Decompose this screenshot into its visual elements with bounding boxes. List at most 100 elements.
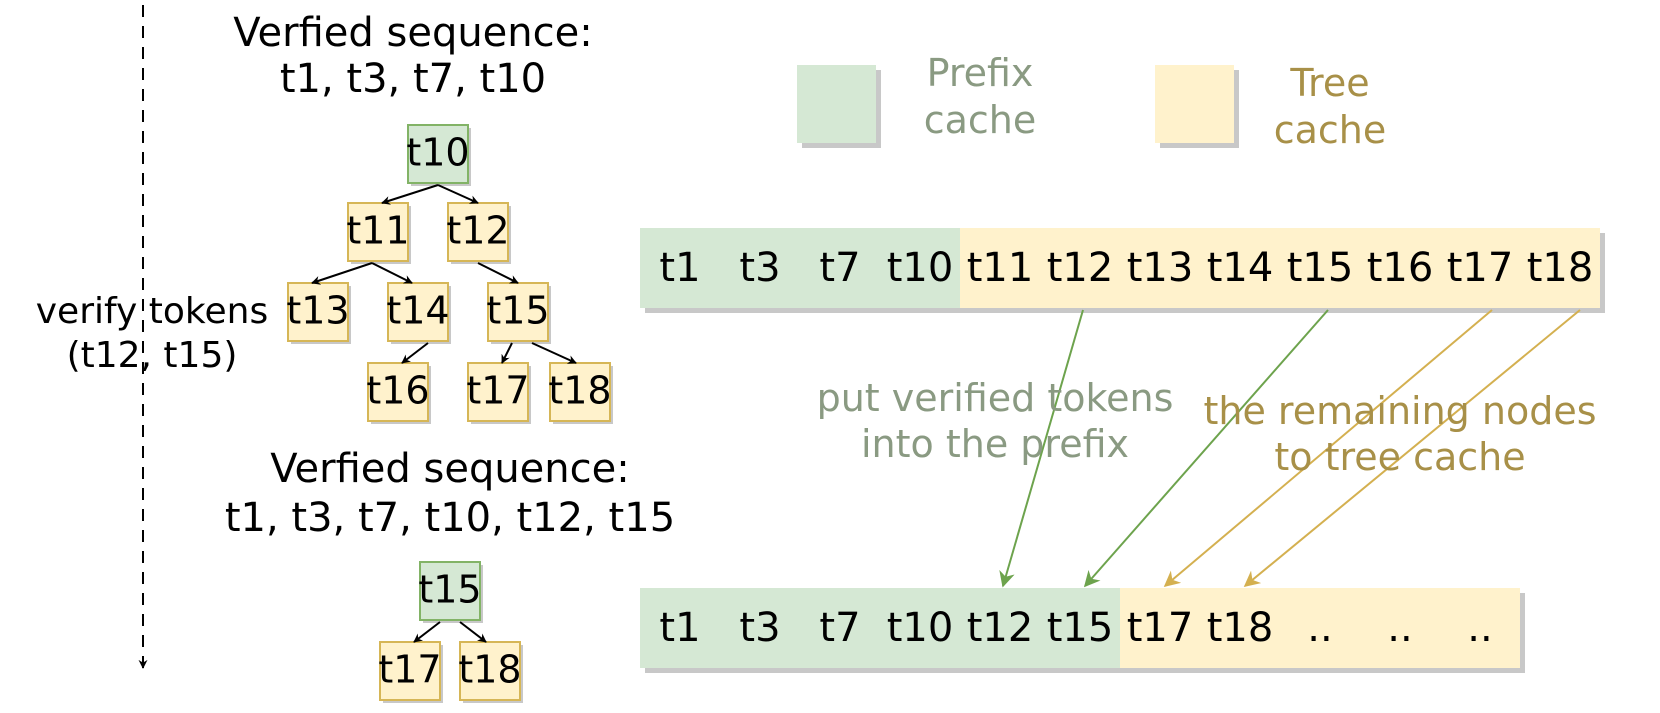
tree1-node-l2-1: t14 [386,282,451,344]
cache-cell-prefix: t1 [640,228,720,308]
tree2-node-child-1: t18 [458,641,523,703]
cache-cell-tree: t18 [1200,588,1280,668]
legend-prefix-line-1: Prefix [926,51,1034,95]
tree1-node-root: t10 [406,124,471,186]
legend-tree-swatch [1155,65,1239,148]
cache-cell-label: .. [1307,605,1332,651]
node-label: t18 [458,648,521,692]
cache-cell-label: t7 [819,605,860,651]
cache-cell-label: t14 [1207,245,1274,291]
tree1-node-l3-1: t17 [466,362,531,424]
tree-edge [477,262,519,284]
cache-cell-tree: t11 [960,228,1040,308]
cache-cell-label: t11 [967,245,1034,291]
node-label: t18 [548,369,611,413]
cache-cell-tree: .. [1280,588,1360,668]
cache-cell-tree: t13 [1120,228,1200,308]
bottom-title-line-1: Verfied sequence: [270,446,630,492]
tree-edge [531,342,577,364]
bottom-title: Verfied sequence: t1, t3, t7, t10, t12, … [170,445,730,543]
node-label: t10 [406,131,469,175]
annotation-prefix-line-2: into the prefix [860,422,1130,466]
cache-cell-label: t15 [1287,245,1354,291]
arrow-t15-to-prefix [1083,309,1329,588]
cache-cell-label: t1 [659,245,700,291]
tree2-node-child-0: t17 [378,641,443,703]
tree2-edges [413,621,487,643]
cache-cell-prefix: t3 [720,228,800,308]
legend-prefix-label: Prefix cache [920,50,1040,144]
cache-cell-label: t13 [1127,245,1194,291]
cache-cell-label: t3 [739,245,780,291]
node-label: t15 [486,289,549,333]
tree-edge [413,621,441,643]
legend-tree-label: Tree cache [1270,60,1390,154]
tree2-node-root: t15 [418,561,483,623]
tree1-node-l2-2: t15 [486,282,551,344]
cache-cell-label: .. [1467,605,1492,651]
node-label: t17 [466,369,529,413]
cache-cell-tree: t17 [1440,228,1520,308]
tree1-node-l2-0: t13 [286,282,351,344]
tree-edge [371,262,413,284]
legend-tree-line-1: Tree [1290,61,1370,105]
node-label: t11 [346,209,409,253]
cache-cell-prefix: t15 [1040,588,1120,668]
legend [797,65,1239,148]
cache-cell-tree: .. [1360,588,1440,668]
cache-cell-label: t17 [1127,605,1194,651]
arrow-t18-to-tree [1243,309,1581,588]
tree-edge [381,184,439,205]
timeline-label-line-1: verify tokens [35,291,269,332]
annotation-prefix-line-1: put verified tokens [816,376,1174,420]
cache-cell-prefix: t1 [640,588,720,668]
top-title-line-2: t1, t3, t7, t10 [279,56,547,102]
move-arrows [999,309,1581,588]
top-title-line-1: Verfied sequence: [233,10,593,56]
cache-cell-label: t1 [659,605,700,651]
node-label: t13 [286,289,349,333]
cache-cell-label: t3 [739,605,780,651]
tree-edge [401,342,429,364]
token-tree-after: t15 t17 t18 [378,561,523,703]
top-title: Verfied sequence: t1, t3, t7, t10 [198,10,628,102]
annotation-tree: the remaining nodes to tree cache [1180,388,1620,480]
cache-cell-prefix: t3 [720,588,800,668]
cache-cell-tree: t14 [1200,228,1280,308]
legend-tree-line-2: cache [1273,108,1387,152]
cache-cell-label: t16 [1367,245,1434,291]
cache-cell-prefix: t10 [880,588,960,668]
legend-prefix-line-2: cache [923,98,1037,142]
cache-cell-label: t18 [1527,245,1594,291]
tree1-node-l3-0: t16 [366,362,431,424]
annotation-tree-line-2: to tree cache [1274,435,1526,479]
cache-cell-prefix: t12 [960,588,1040,668]
timeline-label: verify tokens (t12, t15) [12,290,292,378]
timeline-label-line-2: (t12, t15) [66,335,238,376]
arrow-t12-to-prefix [999,309,1084,588]
tree-edge [459,621,487,643]
cache-cell-prefix: t7 [800,588,880,668]
cache-cell-tree: t15 [1280,228,1360,308]
annotation-prefix: put verified tokens into the prefix [795,375,1195,467]
cache-cell-prefix: t7 [800,228,880,308]
cache-cell-tree: t18 [1520,228,1600,308]
tree1-node-l3-2: t18 [548,362,613,424]
tree1-node-l1-1: t12 [446,202,511,264]
cache-cell-tree: t12 [1040,228,1120,308]
cache-cell-tree: t16 [1360,228,1440,308]
cache-cell-tree: .. [1440,588,1520,668]
token-tree-before: t10 t11 t12 t13 t14 t15 t16 t17 t18 [286,124,613,424]
cache-cell-label: t15 [1047,605,1114,651]
tree-edge [501,342,513,364]
node-label: t17 [378,648,441,692]
cache-cell-label: t7 [819,245,860,291]
tree-edge [311,262,373,285]
legend-prefix-swatch [797,65,881,148]
node-label: t14 [386,289,449,333]
cache-cell-label: .. [1387,605,1412,651]
